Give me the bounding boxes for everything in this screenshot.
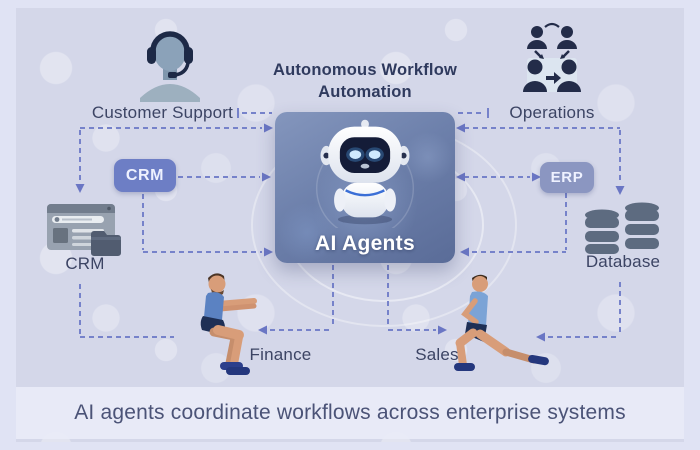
customer-support-label: Customer Support (91, 103, 234, 122)
sales-label: Sales (415, 345, 459, 364)
crm-system-label: CRM (65, 254, 105, 273)
database-cylinders-icon (585, 202, 659, 254)
caption-text: AI agents coordinate workflows across en… (74, 401, 626, 424)
database-label: Database (585, 252, 661, 271)
crm-badge: CRM (114, 159, 176, 192)
ai-agents-card: AI Agents (275, 112, 455, 263)
browser-window-folder-icon (47, 204, 121, 256)
operations-label: Operations (509, 103, 595, 122)
person-squatting-figure (200, 273, 257, 375)
ai-agents-label: AI Agents (315, 232, 415, 255)
diagram-title: Autonomous Workflow Automation (272, 61, 458, 101)
people-workflow-icon (523, 22, 581, 92)
robot-mascot-icon (315, 119, 415, 228)
erp-badge: ERP (540, 162, 594, 193)
headset-agent-icon (140, 31, 200, 102)
finance-label: Finance (249, 345, 312, 364)
person-lunging-figure (454, 274, 549, 371)
diagram-canvas: Customer Support Operations Autonomous W… (16, 8, 684, 442)
caption-bar: AI agents coordinate workflows across en… (16, 387, 684, 439)
